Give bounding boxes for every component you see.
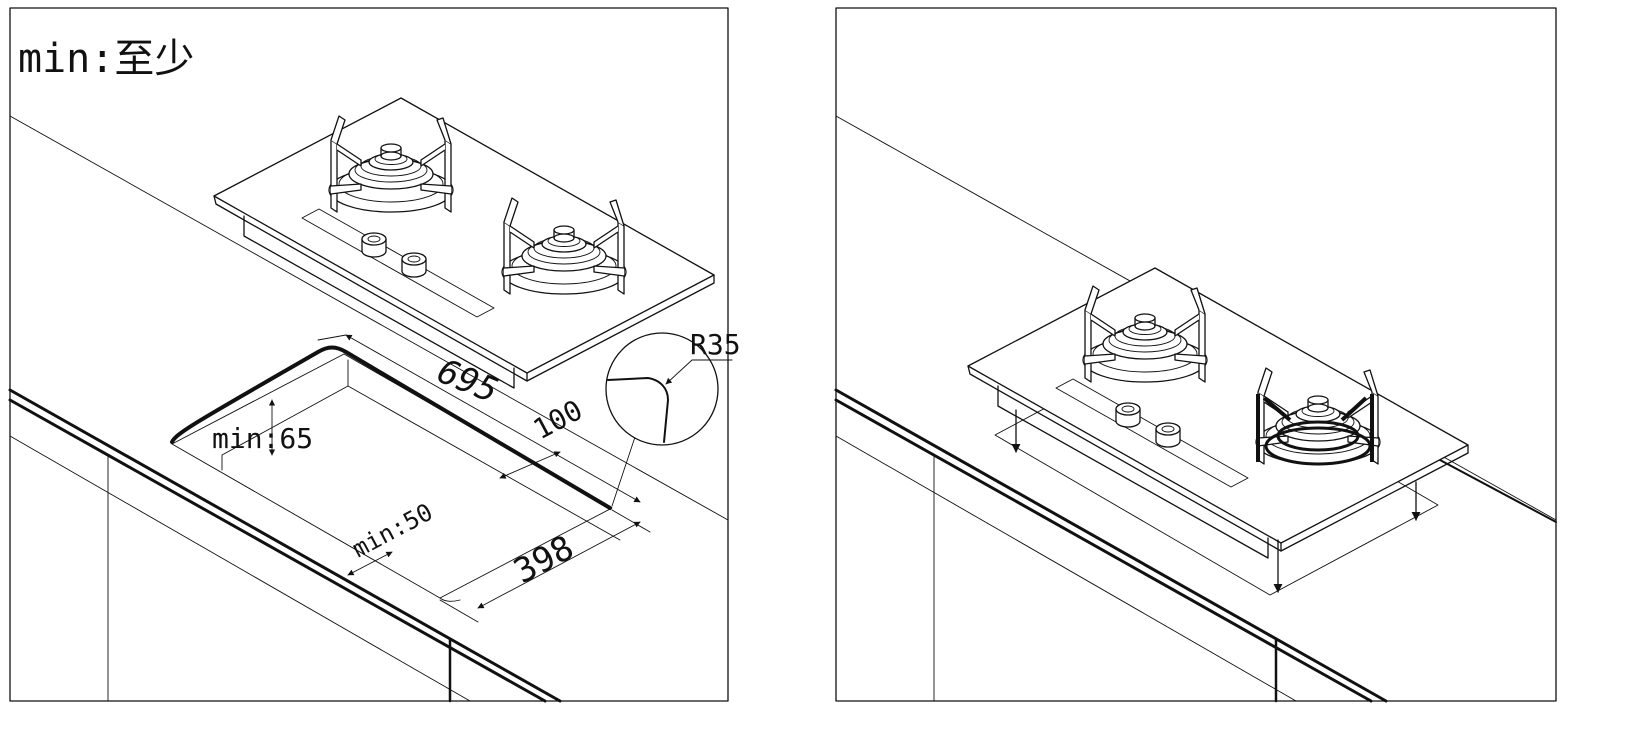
gas-hob	[968, 268, 1468, 558]
countertop-front-edge	[8, 388, 562, 703]
left-panel-frame	[9, 7, 729, 702]
back-clearance-label: 100	[528, 393, 588, 446]
corner-radius-label: R35	[690, 328, 741, 361]
cabinet-line	[835, 435, 1297, 702]
cutout-rim	[170, 345, 612, 510]
corner-radius-detail	[605, 332, 733, 446]
countertop-front-edge	[834, 388, 1388, 703]
depth-dimension-label: 398	[507, 528, 580, 592]
length-dimension-label: 695	[432, 351, 504, 411]
highlighted-burner	[1256, 394, 1374, 466]
left-panel: min:至少 695 100 398 min:65 min:50 R35	[8, 7, 741, 703]
side-clearance-label: min:65	[212, 422, 313, 455]
legend-text: min:至少	[18, 36, 194, 82]
installation-arrows	[1011, 409, 1421, 593]
front-clearance-label: min:50	[348, 498, 438, 563]
right-panel-frame	[835, 7, 1557, 702]
cabinet-line	[9, 435, 471, 702]
right-panel	[834, 7, 1557, 703]
